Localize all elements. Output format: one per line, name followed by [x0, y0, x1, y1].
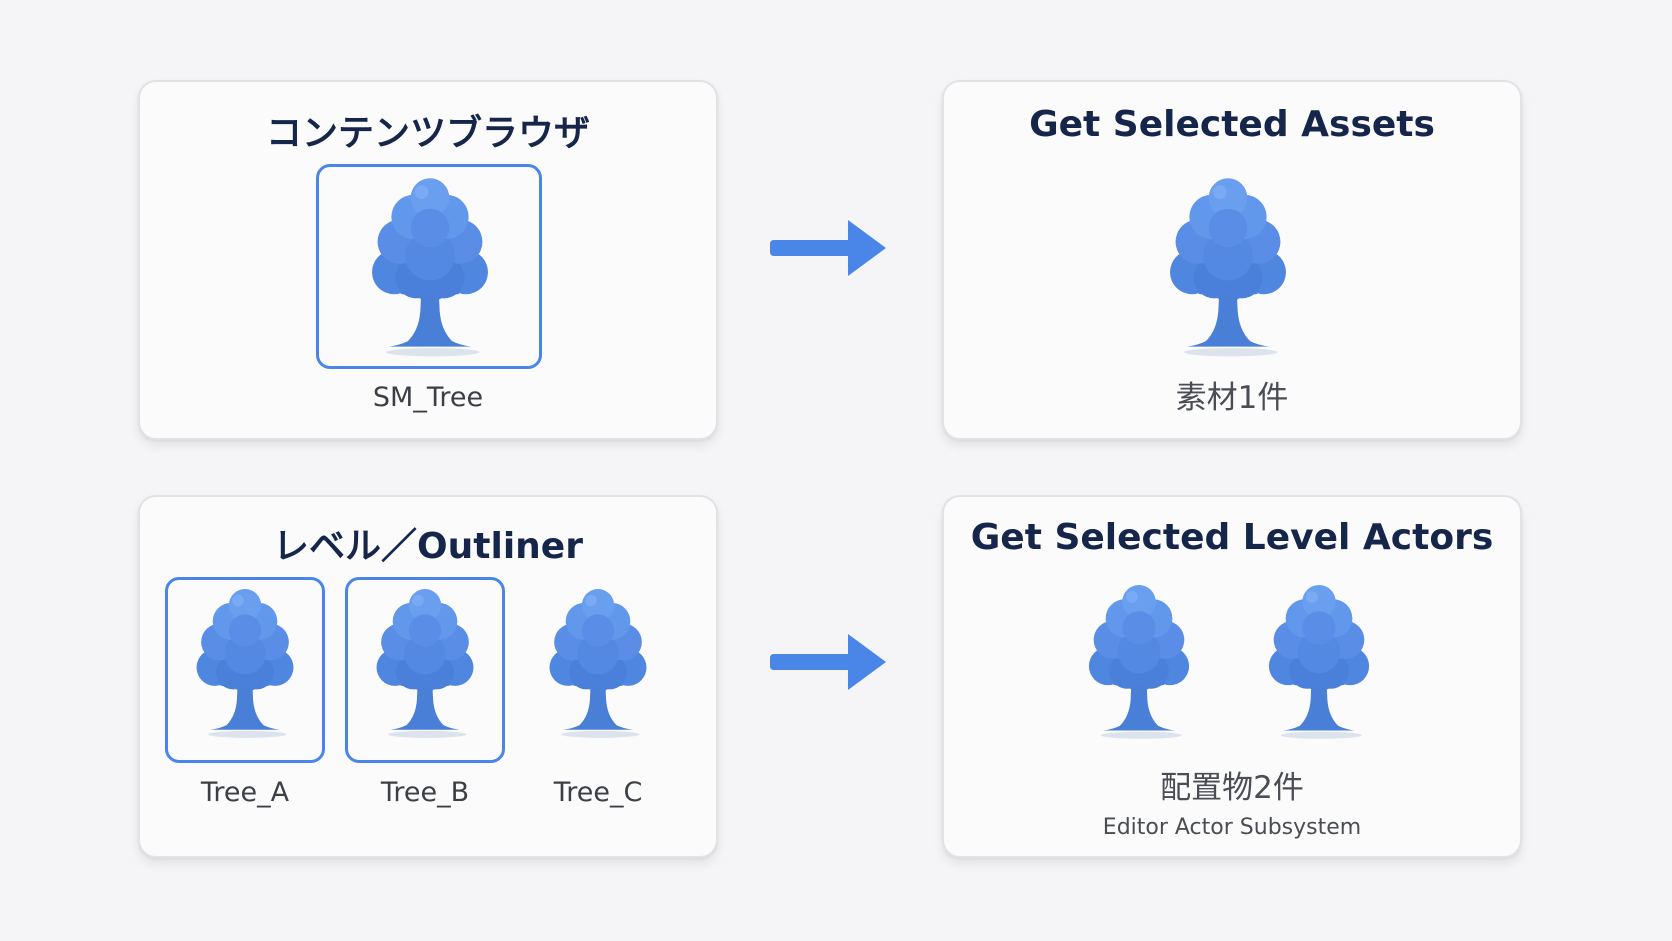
level-outliner-title: レベル／Outliner — [273, 526, 583, 567]
tree-icon — [187, 589, 303, 739]
get-selected-assets-title: Get Selected Assets — [1029, 104, 1435, 145]
arrow-right-icon — [770, 630, 890, 694]
subsystem-label: Editor Actor Subsystem — [1102, 815, 1362, 840]
tree-icon — [367, 589, 483, 739]
content-browser-title: コンテンツブラウザ — [265, 113, 590, 154]
arrow-right-icon — [770, 216, 890, 280]
actor-label-a: Tree_A — [200, 777, 290, 808]
tree-icon — [540, 589, 656, 739]
asset-count-label: 素材1件 — [1175, 380, 1289, 416]
actor-selection-box-a[interactable] — [165, 577, 325, 763]
content-browser-panel: コンテンツブラウザ SM_Tree — [138, 80, 718, 440]
actor-selection-box-b[interactable] — [345, 577, 505, 763]
get-selected-level-actors-panel: Get Selected Level Actors 配置物2件 Editor A… — [942, 495, 1522, 858]
asset-selection-box[interactable] — [316, 164, 542, 369]
tree-icon — [1079, 585, 1199, 740]
actor-label-c: Tree_C — [553, 777, 643, 808]
get-selected-level-actors-title: Get Selected Level Actors — [970, 517, 1494, 558]
get-selected-assets-panel: Get Selected Assets 素材1件 — [942, 80, 1522, 440]
tree-icon — [361, 178, 499, 358]
actor-count-label: 配置物2件 — [1160, 770, 1304, 806]
level-outliner-panel: レベル／Outliner Tree_A Tree_B Tree_C — [138, 495, 718, 858]
asset-label: SM_Tree — [372, 382, 484, 413]
tree-icon — [1159, 178, 1297, 358]
tree-icon — [1259, 585, 1379, 740]
actor-label-b: Tree_B — [380, 777, 470, 808]
